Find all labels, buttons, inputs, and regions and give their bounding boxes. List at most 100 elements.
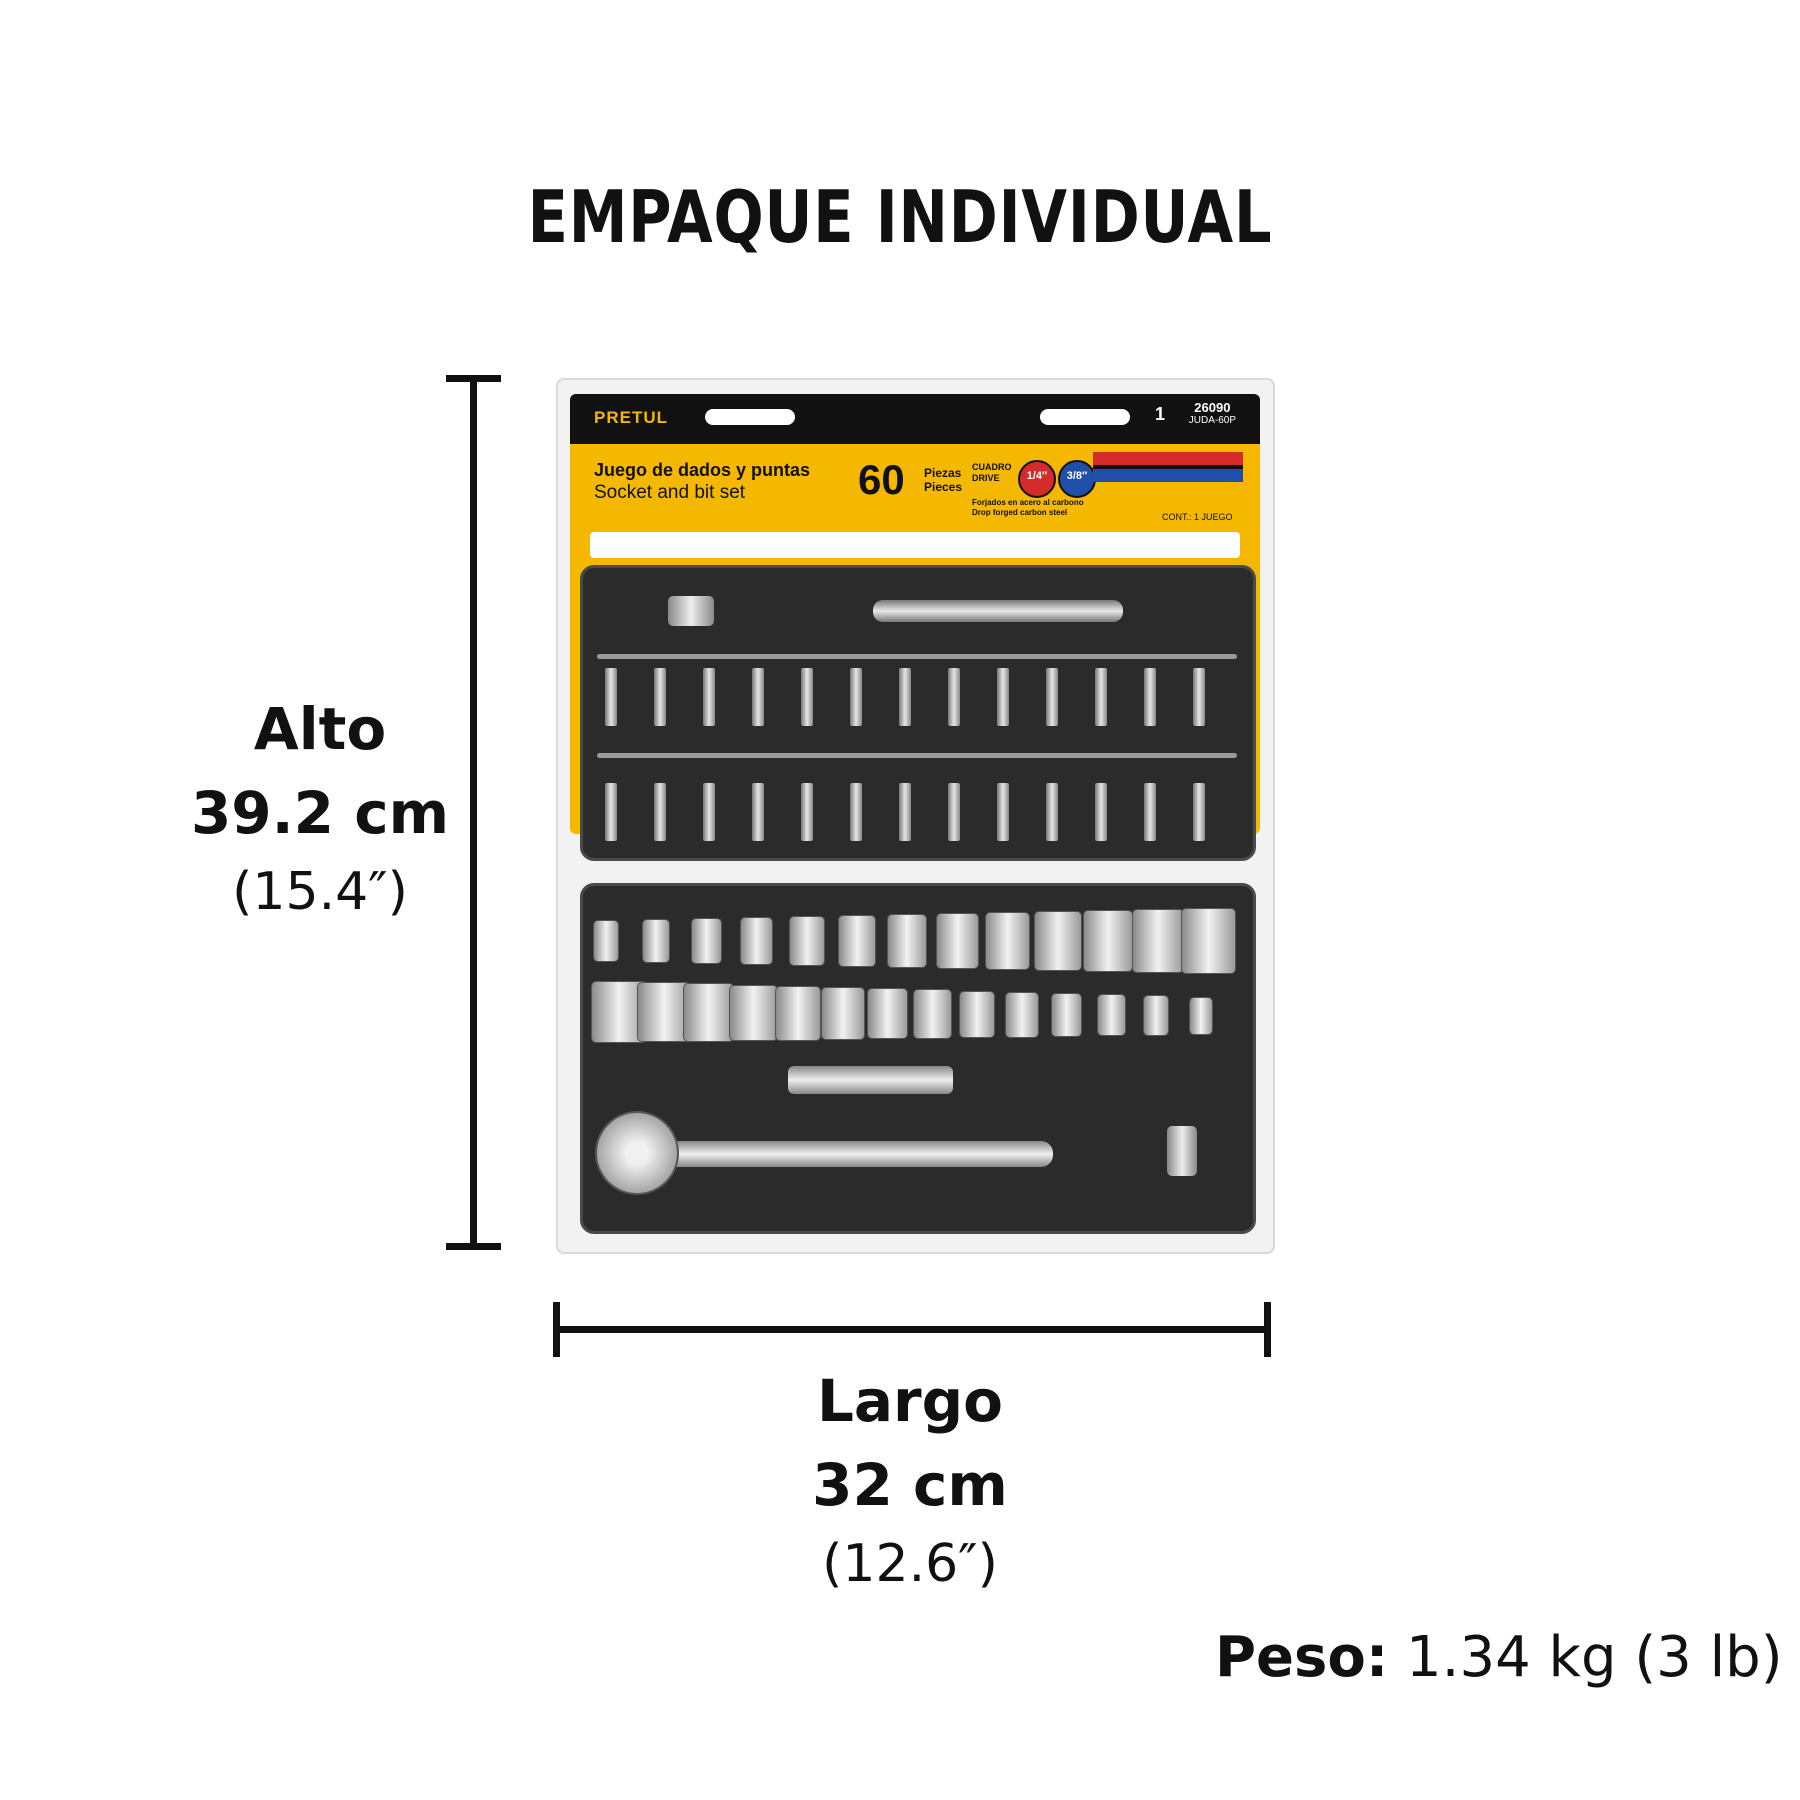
screwdriver-bit <box>1193 783 1205 841</box>
screwdriver-bit <box>654 668 666 726</box>
screwdriver-bit <box>1046 668 1058 726</box>
piece-count: 60 <box>858 456 905 503</box>
socket <box>821 987 865 1040</box>
width-dimension-line <box>556 1326 1266 1333</box>
screwdriver-bit <box>899 668 911 726</box>
contents-label: CONT.: 1 JUEGO <box>1162 512 1233 522</box>
width-metric: 32 cm <box>812 1451 1008 1519</box>
socket <box>593 920 619 962</box>
drive-size-badge: 3/8″ <box>1058 460 1096 498</box>
socket <box>936 913 979 969</box>
socket <box>1005 991 1039 1038</box>
height-line-bottom-cap <box>446 1243 501 1250</box>
socket <box>1083 910 1133 972</box>
socket <box>740 917 774 965</box>
screwdriver-bit <box>654 783 666 841</box>
screwdriver-bit <box>997 668 1009 726</box>
bit-rail <box>597 753 1237 758</box>
screwdriver-bit <box>703 668 715 726</box>
socket-tray <box>580 883 1256 1234</box>
weight-info: Peso: 1.34 kg (3 lb) <box>1215 1625 1783 1690</box>
screwdriver-bit <box>703 783 715 841</box>
socket <box>789 916 825 966</box>
bit-tray <box>580 565 1256 861</box>
bit-rail <box>597 654 1237 659</box>
pieces-label-en: Pieces <box>924 480 963 494</box>
red-stripe <box>1093 452 1243 465</box>
material-note-es: Forjados en acero al carbono <box>972 498 1084 507</box>
pieces-label-es: Piezas <box>924 466 962 480</box>
screwdriver-bit <box>1046 783 1058 841</box>
socket-adapter <box>1167 1126 1197 1176</box>
drive-label-es: CUADRO <box>972 462 1012 472</box>
drive-size-badge: 1/4″ <box>1018 460 1056 498</box>
screwdriver-bit <box>752 783 764 841</box>
width-imperial: (12.6″) <box>822 1534 998 1594</box>
screwdriver-bit <box>605 783 617 841</box>
hang-hole <box>705 409 795 425</box>
product-code: 26090 <box>1194 400 1231 415</box>
ratchet-head <box>595 1111 679 1195</box>
socket <box>867 988 908 1040</box>
page-title: EMPAQUE INDIVIDUAL <box>527 175 1273 259</box>
socket <box>959 990 995 1039</box>
bit-holder <box>668 596 714 626</box>
screwdriver-bit <box>1193 668 1205 726</box>
socket <box>1189 996 1213 1036</box>
socket <box>887 914 928 968</box>
width-dimension: Largo 32 cm (12.6″) <box>760 1372 1060 1590</box>
product-package-image: PRETUL 1 26090 JUDA-60P Juego de dados y… <box>556 378 1275 1254</box>
screwdriver-bit <box>948 668 960 726</box>
screwdriver-bit <box>801 668 813 726</box>
height-dimension: Alto 39.2 cm (15.4″) <box>170 700 470 918</box>
width-line-right-cap <box>1264 1302 1271 1357</box>
width-label: Largo <box>816 1367 1004 1435</box>
blue-stripe <box>1093 469 1243 482</box>
product-name-en: Socket and bit set <box>594 482 746 503</box>
height-imperial: (15.4″) <box>232 862 408 922</box>
drive-label: CUADRO DRIVE <box>972 462 1012 484</box>
product-model: JUDA-60P <box>1188 415 1236 426</box>
height-dimension-line <box>470 378 477 1248</box>
screwdriver-bit <box>850 783 862 841</box>
material-note: Forjados en acero al carbono Drop forged… <box>972 498 1084 518</box>
socket <box>691 918 722 964</box>
height-label: Alto <box>253 695 387 763</box>
socket <box>683 983 734 1042</box>
screwdriver-bit <box>605 668 617 726</box>
screwdriver-bit <box>1144 668 1156 726</box>
brand-bar: PRETUL 1 26090 JUDA-60P <box>570 394 1260 444</box>
sku-block: 26090 JUDA-60P <box>1189 400 1236 426</box>
hang-hole <box>1040 409 1130 425</box>
color-stripes <box>1093 452 1243 492</box>
socket <box>1143 995 1169 1036</box>
screwdriver-bit <box>1144 783 1156 841</box>
weight-label: Peso: <box>1215 1625 1389 1690</box>
brand-logo: PRETUL <box>594 408 668 427</box>
screwdriver-bit <box>850 668 862 726</box>
screwdriver-bit <box>752 668 764 726</box>
socket <box>729 984 778 1042</box>
socket <box>775 985 821 1041</box>
screwdriver-bit <box>1095 783 1107 841</box>
socket <box>1181 908 1236 974</box>
package-window <box>590 532 1240 558</box>
socket <box>637 982 691 1043</box>
screwdriver-bit <box>899 783 911 841</box>
socket <box>913 989 952 1039</box>
socket <box>642 919 671 963</box>
black-stripe <box>1093 465 1243 469</box>
socket <box>985 912 1031 970</box>
material-note-en: Drop forged carbon steel <box>972 508 1068 517</box>
drive-label-en: DRIVE <box>972 473 1000 483</box>
socket <box>1097 994 1126 1037</box>
screwdriver-bit <box>948 783 960 841</box>
socket <box>1132 909 1185 973</box>
ratchet-handle <box>663 1141 1053 1167</box>
screwdriver-bit <box>1095 668 1107 726</box>
screwdriver-bit <box>801 783 813 841</box>
socket <box>1051 993 1082 1037</box>
screwdriver-bit <box>997 783 1009 841</box>
weight-value: 1.34 kg (3 lb) <box>1406 1625 1783 1690</box>
screwdriver-handle <box>873 600 1123 622</box>
